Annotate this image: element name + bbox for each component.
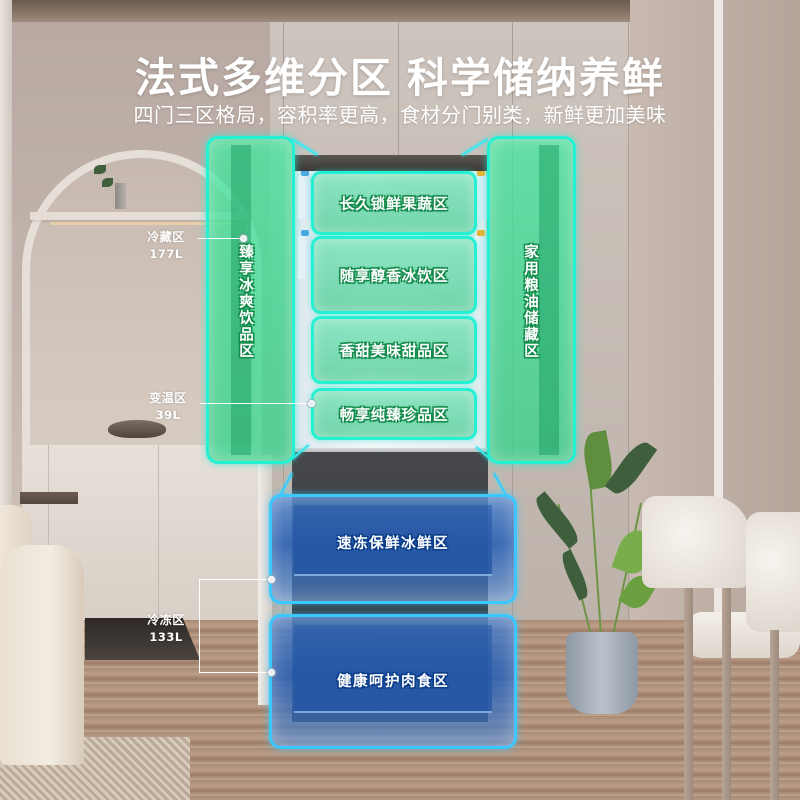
bottle <box>298 230 312 279</box>
callout-freezer: 冷冻区 133L <box>140 612 192 646</box>
chair-back <box>746 512 800 632</box>
vase <box>115 183 126 209</box>
decor-bowl <box>108 420 166 438</box>
callout-capacity: 39L <box>155 408 181 422</box>
freezer-zone-label: 健康呵护肉食区 <box>337 674 449 690</box>
freezer-drawer-zone-meat: 健康呵护肉食区 <box>269 614 517 749</box>
callout-dot <box>308 400 315 407</box>
callout-dot <box>240 235 247 242</box>
chair-leg <box>722 588 731 800</box>
left-door-zone-label: 臻享冰爽饮品区 <box>237 244 253 360</box>
left-door-zone <box>206 136 295 464</box>
callout-variable-temp: 变温区 39L <box>142 390 194 424</box>
cabinet-seam <box>158 445 159 620</box>
freezer-drawer-zone-quickfreeze: 速冻保鲜冰鲜区 <box>269 494 517 604</box>
shelf-zone-label: 香甜美味甜品区 <box>339 343 449 360</box>
chair-back <box>642 496 750 588</box>
door-shading <box>539 145 559 455</box>
cabinet-seam <box>48 445 49 620</box>
shelf-zone-label: 长久锁鲜果蔬区 <box>339 196 449 213</box>
callout-line <box>198 238 244 239</box>
shelf-light <box>50 222 250 225</box>
callout-zone-name: 冷藏区 <box>147 230 185 244</box>
fridge-side-panel <box>258 455 272 705</box>
dark-shelf <box>20 492 78 504</box>
fridge-top-trim <box>292 155 488 171</box>
callout-refrigerator: 冷藏区 177L <box>140 229 192 263</box>
shelf-zone-produce: 长久锁鲜果蔬区 <box>311 171 477 235</box>
arch-shelf <box>30 212 250 220</box>
chair-leg <box>684 588 693 800</box>
freezer-zone-label: 速冻保鲜冰鲜区 <box>337 535 449 552</box>
bottle <box>474 230 488 279</box>
chair-leg <box>770 630 779 800</box>
left-pillar <box>0 0 12 640</box>
sofa <box>0 545 84 765</box>
shelf-zone-drinks: 随享醇香冰饮区 <box>311 236 477 314</box>
callout-bracket <box>199 579 271 580</box>
right-wall-strip <box>714 0 723 640</box>
vase-leaf <box>102 178 113 187</box>
shelf-zone-desserts: 香甜美味甜品区 <box>311 316 477 384</box>
plant-pot <box>566 632 638 714</box>
page-headline: 法式多维分区科学储纳养鲜 <box>0 44 800 104</box>
headline-part-1: 法式多维分区 <box>135 54 393 102</box>
shelf-zone-delicacies: 畅享纯臻珍品区 <box>311 388 477 440</box>
dark-rug <box>85 618 200 660</box>
callout-line <box>200 403 310 404</box>
vase-leaf <box>94 165 106 174</box>
shelf-zone-label: 随享醇香冰饮区 <box>339 268 449 285</box>
bottle <box>298 170 312 219</box>
wood-ceiling <box>0 0 800 22</box>
callout-capacity: 177L <box>149 247 183 261</box>
bottle <box>474 170 488 219</box>
callout-dot <box>268 669 275 676</box>
drawer-inner <box>294 505 492 576</box>
page-subheadline: 四门三区格局，容积率更高，食材分门别类，新鲜更加美味 <box>133 103 667 127</box>
door-shading <box>231 145 251 455</box>
drawer-inner <box>294 625 492 713</box>
right-door-zone <box>487 136 576 464</box>
shelf-zone-label: 畅享纯臻珍品区 <box>339 407 449 424</box>
callout-bracket <box>199 579 200 673</box>
wardrobe-seam <box>628 22 629 622</box>
callout-capacity: 133L <box>149 630 183 644</box>
callout-bracket <box>199 672 271 673</box>
callout-dot <box>268 576 275 583</box>
headline-part-2: 科学储纳养鲜 <box>407 54 665 102</box>
callout-zone-name: 变温区 <box>149 391 187 405</box>
right-door-zone-label: 家用粮油储藏区 <box>522 244 538 360</box>
callout-zone-name: 冷冻区 <box>147 613 185 627</box>
